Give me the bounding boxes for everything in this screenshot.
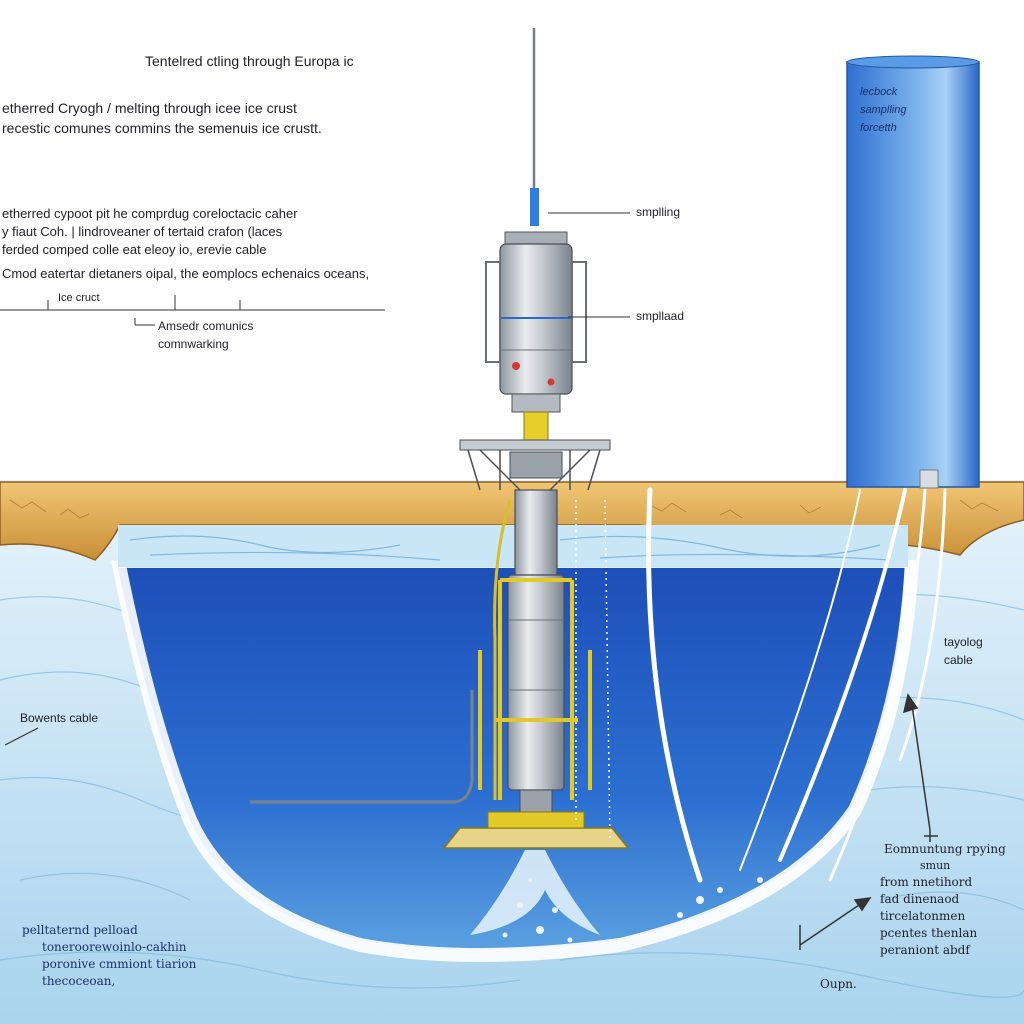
bounds-cable-line xyxy=(250,690,474,804)
antenna-blue-segment xyxy=(530,188,539,226)
ice-crust-label: Ice cruct xyxy=(58,292,100,304)
comm-label-line-4: fad dinenaod xyxy=(880,892,960,906)
comm-label-line-2: smun xyxy=(920,859,951,872)
description-line-4: Cmod eatertar dietaners oipal, the eompl… xyxy=(2,266,370,281)
comms-label-line-1: Amsedr comunics xyxy=(158,319,254,333)
payload-label-line-3: poronive cmmiont tiarion xyxy=(42,957,197,971)
probe-lower-body xyxy=(507,489,565,813)
ice-texture xyxy=(0,593,1024,998)
tank-label-line-1: lecbock xyxy=(860,86,898,98)
diagram-title: Tentelred ctling through Europa ic xyxy=(145,53,354,69)
tank-label-line-3: forcetth xyxy=(860,122,897,134)
description-line-2: y fiaut Coh. | lindroveaner of tertaid c… xyxy=(2,224,283,239)
bottom-sampling-plate xyxy=(442,811,630,849)
tether-cable-yellow xyxy=(493,499,512,800)
crust-texture xyxy=(9,499,999,519)
probe-upper-body xyxy=(485,231,587,441)
payload-label-line-1: pelltaternd pelload xyxy=(22,923,138,937)
surface-ripples xyxy=(129,535,891,561)
payload-label-line-4: thecoceoan, xyxy=(42,974,116,988)
ice-crust-ruler xyxy=(0,295,385,326)
tether-label-line-2: cable xyxy=(944,653,973,667)
dotted-line-2 xyxy=(604,499,611,841)
surface-platform xyxy=(459,439,611,491)
splash-plume xyxy=(470,850,600,935)
comm-label-line-6: pcentes thenlan xyxy=(880,926,978,940)
sampling-tank xyxy=(846,55,980,489)
description-line-1: etherred cypoot pit he comprdug coreloct… xyxy=(2,206,298,221)
comm-arrow xyxy=(799,897,872,950)
comm-label-line-3: from nnetihord xyxy=(880,875,973,889)
comms-label-line-2: comnwarking xyxy=(158,337,229,351)
description-line-3: ferded comped colle eat eleoy io, erevie… xyxy=(2,242,267,257)
meltwater-streams xyxy=(646,487,947,883)
intro-line-1: etherred Cryogh / melting through icee i… xyxy=(2,100,297,116)
probe-sampling-label: smplling xyxy=(636,205,681,219)
probe-sampload-label: smpllaad xyxy=(636,309,685,323)
comm-label-line-7: peraniont abdf xyxy=(880,943,970,957)
ocean-surface-band xyxy=(118,525,908,567)
tank-label-line-2: samplling xyxy=(860,104,907,116)
comm-label-line-1: Eomnuntung rpying xyxy=(884,842,1006,856)
yellow-frame xyxy=(478,578,592,800)
ocean-label: Oupn. xyxy=(820,977,857,991)
payload-label-line-2: toneroorewoinlo-cakhin xyxy=(42,940,187,954)
bounds-cable-label: Bowents cable xyxy=(20,711,99,725)
intro-line-2: recestic comunes commins the semenuis ic… xyxy=(2,120,322,136)
comm-label-line-5: tircelatonmen xyxy=(880,909,966,923)
tether-label-line-1: tayolog xyxy=(944,635,983,649)
leader-bounds-cable xyxy=(4,727,39,746)
tether-arrow xyxy=(902,693,938,842)
